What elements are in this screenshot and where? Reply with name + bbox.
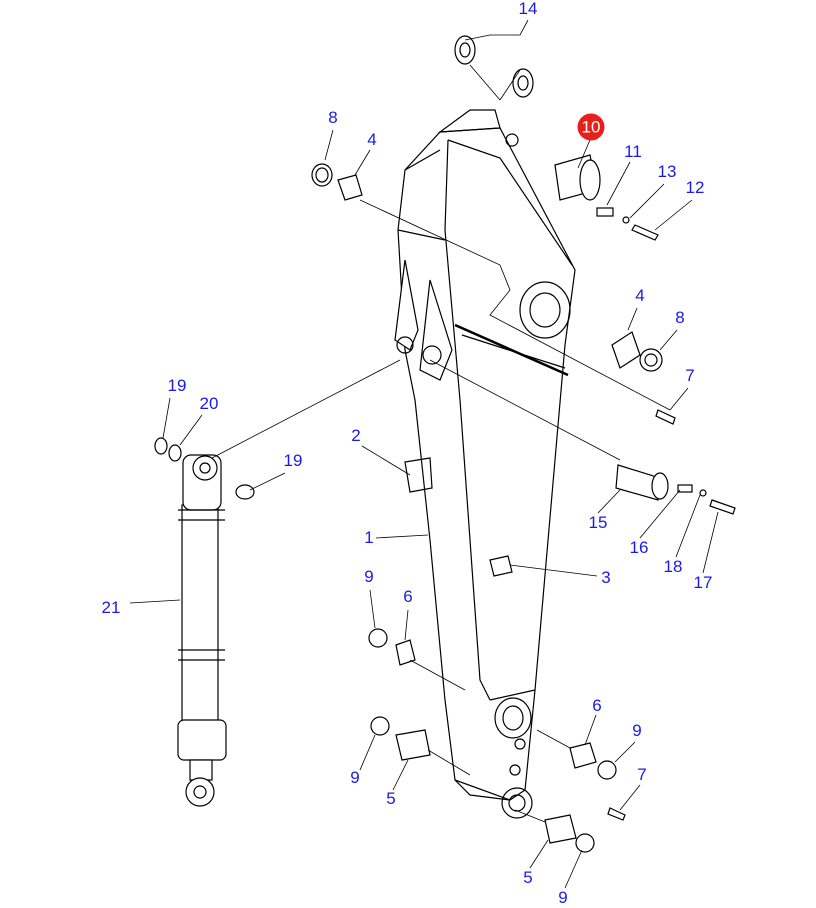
- callout-20[interactable]: 20: [199, 394, 219, 413]
- callout-19[interactable]: 19: [167, 376, 187, 395]
- callout-17[interactable]: 17: [693, 573, 713, 592]
- leader-lines: [129, 19, 719, 889]
- callout-6[interactable]: 6: [403, 587, 413, 606]
- callout-7[interactable]: 7: [685, 366, 695, 385]
- boom-part-1: [394, 109, 576, 819]
- callout-4[interactable]: 4: [635, 286, 645, 305]
- callout-19[interactable]: 19: [283, 451, 303, 470]
- callout-3[interactable]: 3: [601, 568, 611, 587]
- callout-6[interactable]: 6: [592, 696, 602, 715]
- callout-5[interactable]: 5: [386, 789, 396, 808]
- callout-14[interactable]: 14: [518, 0, 538, 18]
- loose-parts: [154, 35, 736, 853]
- callout-5[interactable]: 5: [523, 868, 533, 887]
- callout-2[interactable]: 2: [351, 426, 361, 445]
- callout-8[interactable]: 8: [328, 108, 338, 127]
- callout-4[interactable]: 4: [367, 130, 377, 149]
- callout-9[interactable]: 9: [632, 721, 642, 740]
- callout-9[interactable]: 9: [364, 567, 374, 586]
- callout-7[interactable]: 7: [637, 765, 647, 784]
- callout-10-highlighted[interactable]: 10: [577, 113, 605, 141]
- callout-18[interactable]: 18: [663, 557, 683, 576]
- callout-8[interactable]: 8: [675, 308, 685, 327]
- callout-9[interactable]: 9: [558, 888, 568, 907]
- cylinder-part-21: [177, 454, 227, 807]
- callout-1[interactable]: 1: [364, 528, 374, 547]
- callout-11[interactable]: 11: [624, 142, 642, 161]
- callout-15[interactable]: 15: [588, 513, 608, 532]
- callout-12[interactable]: 12: [685, 178, 705, 197]
- callout-16[interactable]: 16: [629, 538, 649, 557]
- callout-9[interactable]: 9: [350, 768, 360, 787]
- callout-21[interactable]: 21: [101, 598, 121, 617]
- callout-13[interactable]: 13: [657, 162, 677, 181]
